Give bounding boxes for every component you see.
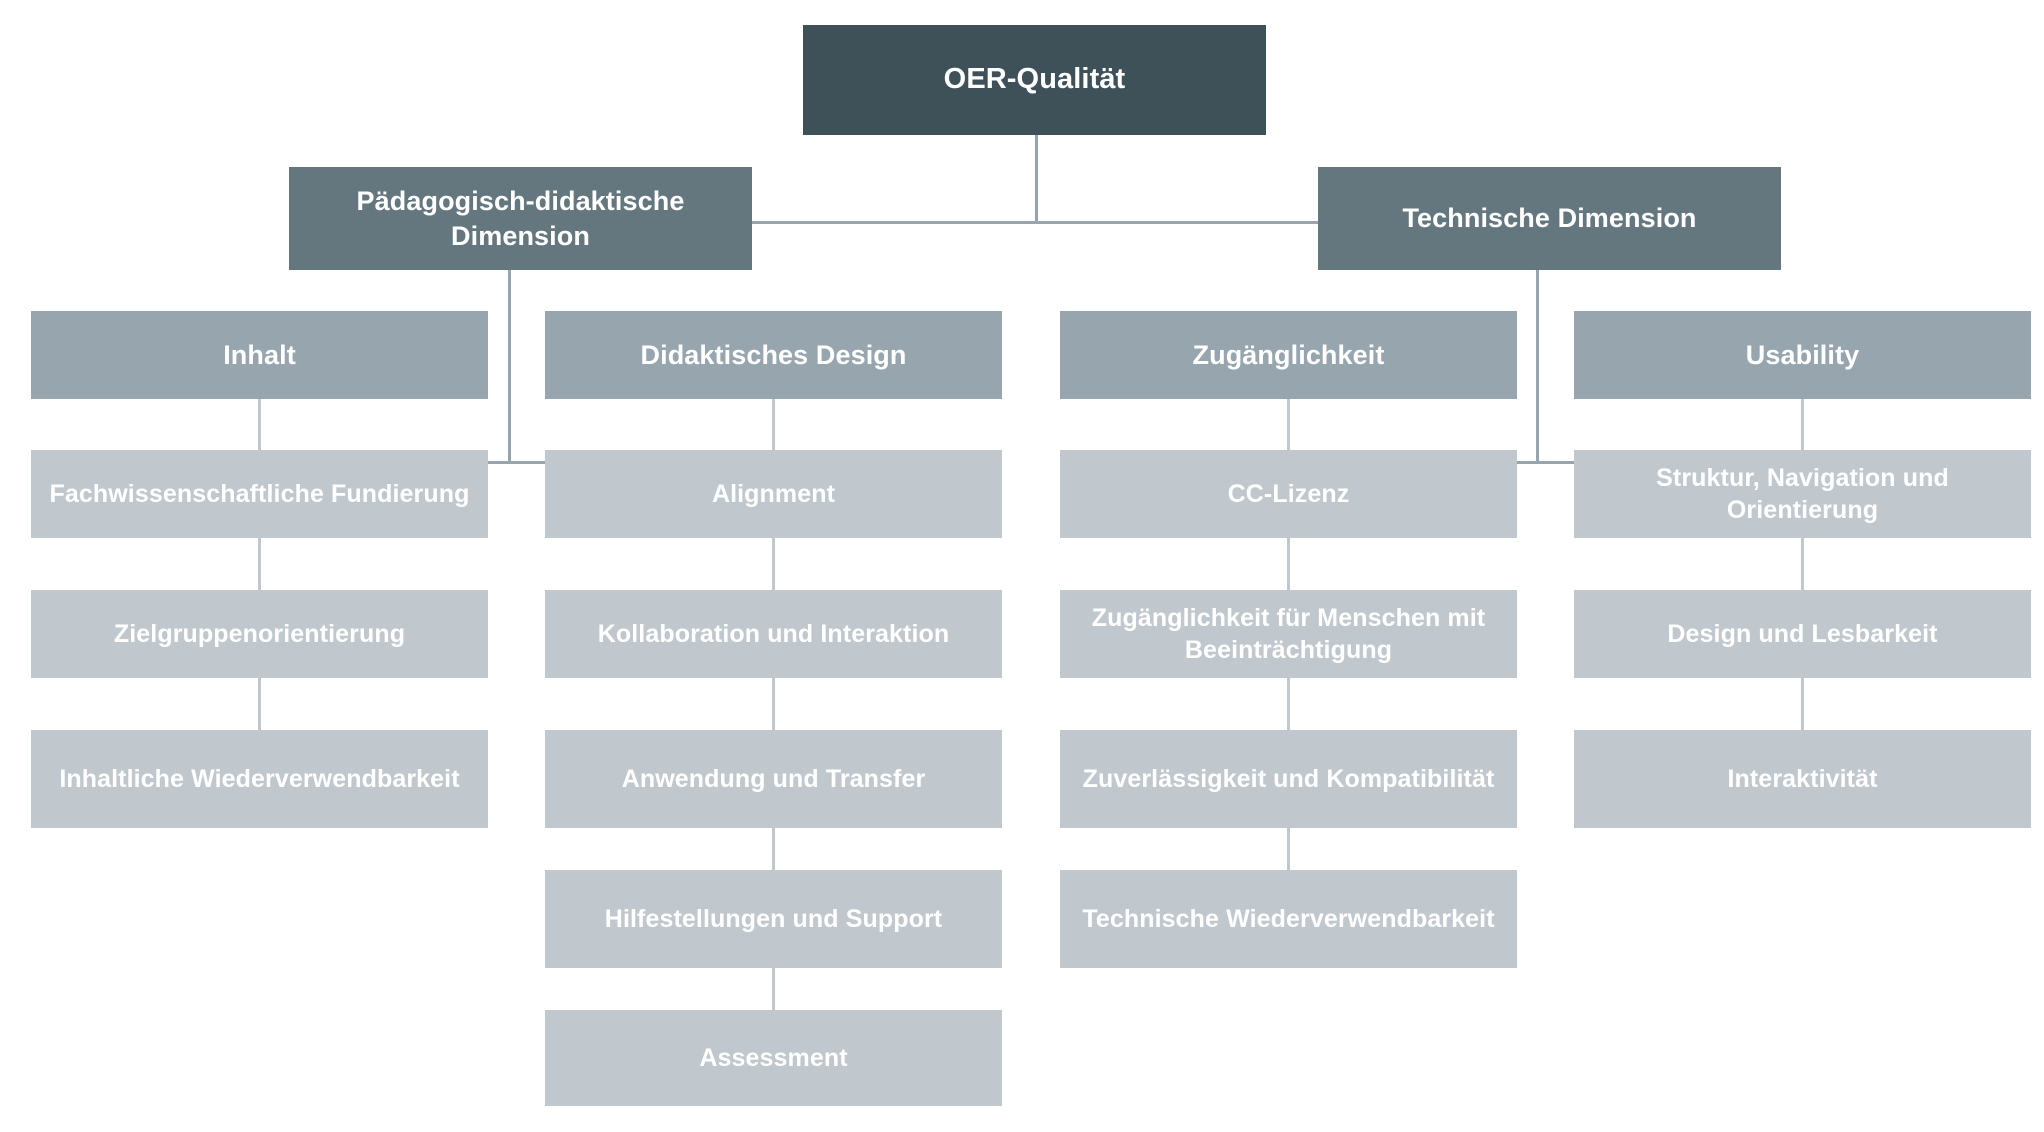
node-category-zugaenglichkeit[interactable]: Zugänglichkeit — [1060, 311, 1517, 399]
connector-dim-left-stem — [508, 268, 511, 464]
node-label: Technische Wiederverwendbarkeit — [1082, 905, 1495, 933]
node-label: Interaktivität — [1727, 765, 1878, 793]
node-label: Zuverlässigkeit und Kompatibilität — [1082, 765, 1495, 793]
node-label: Kollaboration und Interaktion — [597, 620, 950, 648]
node-label: OER-Qualität — [943, 63, 1126, 96]
node-label: Design und Lesbarkeit — [1667, 620, 1938, 648]
node-label: Technische Dimension — [1402, 203, 1697, 234]
node-criterion-kollaboration-und-interaktion[interactable]: Kollaboration und Interaktion — [545, 590, 1002, 678]
node-criterion-assessment[interactable]: Assessment — [545, 1010, 1002, 1106]
node-root-oer-qualitaet[interactable]: OER-Qualität — [803, 25, 1266, 135]
node-criterion-zielgruppenorientierung[interactable]: Zielgruppenorientierung — [31, 590, 488, 678]
connector-dim-right-bus — [1287, 461, 1803, 464]
connector-root-stem — [1035, 133, 1038, 223]
node-label: Didaktisches Design — [640, 339, 907, 370]
connector-dim-left-bus — [258, 461, 774, 464]
node-label: Alignment — [711, 480, 836, 508]
node-criterion-anwendung-und-transfer[interactable]: Anwendung und Transfer — [545, 730, 1002, 828]
node-label: Anwendung und Transfer — [621, 765, 926, 793]
node-criterion-alignment[interactable]: Alignment — [545, 450, 1002, 538]
node-criterion-inhaltliche-wiederverwendbarkeit[interactable]: Inhaltliche Wiederverwendbarkeit — [31, 730, 488, 828]
node-criterion-zugaenglichkeit-beeintraechtigung[interactable]: Zugänglichkeit für Menschen mit Beeinträ… — [1060, 590, 1517, 678]
node-criterion-technische-wiederverwendbarkeit[interactable]: Technische Wiederverwendbarkeit — [1060, 870, 1517, 968]
node-label: Assessment — [699, 1044, 848, 1072]
node-label: Fachwissenschaftliche Fundierung — [49, 480, 470, 508]
node-criterion-hilfestellungen-und-support[interactable]: Hilfestellungen und Support — [545, 870, 1002, 968]
node-label: Pädagogisch-didaktische Dimension — [356, 185, 685, 251]
connector-dim-right-stem — [1536, 268, 1539, 464]
node-category-usability[interactable]: Usability — [1574, 311, 2031, 399]
node-label: Usability — [1745, 339, 1860, 370]
connector-root-bus — [745, 221, 1321, 224]
node-label: Struktur, Navigation und Orientierung — [1656, 464, 1949, 524]
node-label: Zugänglichkeit für Menschen mit Beeinträ… — [1091, 604, 1486, 664]
node-dimension-technisch[interactable]: Technische Dimension — [1318, 167, 1781, 270]
node-label: Inhalt — [223, 339, 296, 370]
node-dimension-paedagogisch-didaktisch[interactable]: Pädagogisch-didaktische Dimension — [289, 167, 752, 270]
node-criterion-fachwissenschaftliche-fundierung[interactable]: Fachwissenschaftliche Fundierung — [31, 450, 488, 538]
node-criterion-zuverlaessigkeit-und-kompatibilitaet[interactable]: Zuverlässigkeit und Kompatibilität — [1060, 730, 1517, 828]
node-criterion-cc-lizenz[interactable]: CC-Lizenz — [1060, 450, 1517, 538]
node-label: CC-Lizenz — [1227, 480, 1350, 508]
node-criterion-design-und-lesbarkeit[interactable]: Design und Lesbarkeit — [1574, 590, 2031, 678]
node-label: Zugänglichkeit — [1192, 339, 1385, 370]
node-criterion-interaktivitaet[interactable]: Interaktivität — [1574, 730, 2031, 828]
node-category-inhalt[interactable]: Inhalt — [31, 311, 488, 399]
node-category-didaktisches-design[interactable]: Didaktisches Design — [545, 311, 1002, 399]
node-criterion-struktur-navigation-orientierung[interactable]: Struktur, Navigation und Orientierung — [1574, 450, 2031, 538]
connector-col-zugaenglichkeit — [1287, 398, 1290, 968]
node-label: Zielgruppenorientierung — [113, 620, 406, 648]
node-label: Hilfestellungen und Support — [604, 905, 943, 933]
node-label: Inhaltliche Wiederverwendbarkeit — [59, 765, 460, 793]
